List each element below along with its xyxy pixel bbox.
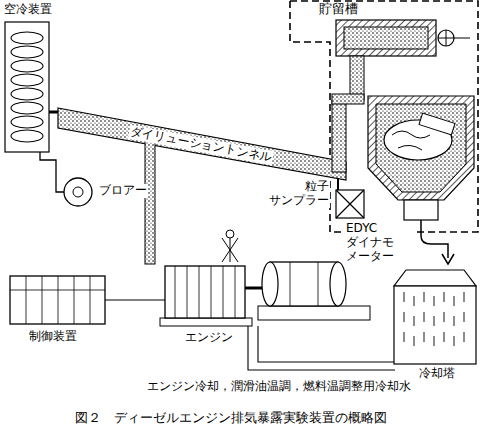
part-label: 冷却塔 [418, 367, 456, 381]
animal-figure [392, 131, 430, 150]
engine-base [160, 318, 252, 326]
cooling-tower-top [394, 270, 476, 286]
figure-caption: 図２ ディーゼルエンジン排気暴露実験装置の概略図 [74, 411, 388, 426]
exhaust-pipe [145, 132, 155, 264]
dynamometer-band [290, 262, 318, 306]
outlet-box [404, 200, 438, 220]
engine-fins [175, 266, 235, 318]
tank-pipe [350, 56, 364, 100]
cooler-coil [11, 32, 43, 142]
sampler-pipe [337, 178, 339, 190]
dynamometer [270, 262, 338, 306]
part-label: 制御装置 [28, 330, 78, 344]
exposure-chamber-wall [368, 96, 474, 200]
control-panels [10, 276, 105, 324]
drain-arrow [442, 254, 454, 264]
note-text: エンジン冷却，潤滑油温調，燃料温調整用冷却水 [146, 380, 412, 394]
control-wire [105, 300, 165, 301]
control-device [10, 276, 105, 324]
engine-sensor-head [226, 230, 234, 238]
part-label: ブロアー [98, 184, 148, 198]
cage-plate [419, 113, 455, 135]
dynamometer-base [258, 306, 370, 320]
tunnel-label: ダイリューショントンネル [128, 125, 274, 165]
engine-sensor [222, 238, 238, 262]
dynamometer-end [330, 262, 346, 306]
blower-duct [40, 152, 64, 192]
dilution-tunnel [58, 108, 346, 180]
part-label: EDYC ダイナモ メーター [345, 222, 417, 263]
part-label: エンジン [184, 331, 234, 345]
engine [165, 266, 245, 318]
storage-tank-wall [336, 20, 436, 56]
particle-sampler [336, 190, 364, 218]
dynamometer-end [262, 262, 278, 306]
air-cooler [5, 22, 49, 152]
tank-label: 貯留槽 [318, 2, 359, 17]
tunnel-riser-bend [332, 94, 364, 104]
exposure-chamber [376, 104, 466, 192]
sampler-filter [336, 190, 364, 218]
cooling-water-line [248, 326, 395, 370]
blower-hub [73, 187, 83, 197]
tunnel-riser [332, 100, 346, 172]
cooler-outlet [49, 111, 58, 114]
cooling-spray [404, 292, 464, 346]
part-label: 粒子 サンプラー [262, 180, 330, 208]
valve-pipe [438, 30, 470, 46]
drain-pipe [421, 220, 448, 258]
blower [64, 178, 92, 206]
part-label: 空冷装置 [3, 3, 53, 17]
cooling-tower [394, 286, 476, 364]
storage-tank [344, 27, 428, 49]
